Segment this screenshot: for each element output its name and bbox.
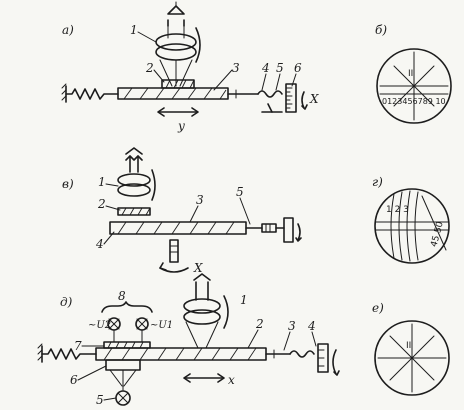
panel-d-brace bbox=[101, 301, 153, 313]
panel-d-objective-lens bbox=[183, 273, 229, 349]
panel-d-axis-x: х bbox=[228, 373, 235, 387]
panel-d-u1: ~U1 bbox=[150, 320, 173, 331]
panel-d-label-7: 7 bbox=[74, 339, 82, 353]
panel-v-label-3: 3 bbox=[196, 193, 204, 207]
panel-v-label-2: 2 bbox=[97, 197, 106, 211]
panel-d-condenser bbox=[105, 359, 141, 391]
panel-b-letter: б) bbox=[375, 23, 387, 37]
panel-b-scale: 0123456789 10 bbox=[382, 97, 446, 106]
panel-g: г) 1 2 3 45 50 bbox=[372, 175, 450, 264]
panel-d-label-6: 6 bbox=[70, 373, 78, 387]
panel-e-reticle-mark: II bbox=[406, 341, 411, 351]
panel-a-callouts: 1 2 3 4 5 6 bbox=[130, 23, 302, 91]
panel-d-callouts: 1 2 3 4 5 6 7 bbox=[70, 293, 317, 407]
panel-a-objective-lens bbox=[155, 19, 201, 63]
panel-g-letter: г) bbox=[372, 175, 383, 189]
panel-d-label-8: 8 bbox=[118, 289, 126, 303]
panel-b: б) II 0123456789 10 bbox=[375, 23, 452, 124]
panel-d-sensors: ~U2 ~U1 bbox=[88, 317, 173, 343]
panel-g-scale-left: 1 2 3 bbox=[386, 205, 409, 215]
panel-a-y-arrow: у bbox=[157, 107, 199, 133]
panel-v-micrometer-screw bbox=[245, 223, 285, 233]
panel-e-letter: е) bbox=[372, 301, 384, 315]
panel-d-label-4: 4 bbox=[307, 319, 316, 333]
panel-a-stage-plate bbox=[117, 87, 229, 100]
panel-a-rays bbox=[159, 59, 193, 87]
panel-e-reticle-circle bbox=[374, 320, 450, 396]
panel-d-drum bbox=[317, 343, 340, 376]
panel-v-callouts: 1 2 3 4 5 bbox=[95, 175, 251, 251]
panel-e: е) II bbox=[372, 301, 450, 396]
panel-g-reticle-circle bbox=[374, 188, 450, 264]
panel-d-letter: д) bbox=[60, 295, 73, 309]
panel-d-label-3: 3 bbox=[288, 319, 296, 333]
panel-v-label-5: 5 bbox=[236, 185, 244, 199]
panel-b-reticle-mark: II bbox=[408, 69, 413, 79]
panel-d-stage-plate bbox=[95, 347, 267, 361]
panel-d-micrometer-screw bbox=[265, 349, 315, 359]
panel-a-light-source bbox=[167, 1, 185, 15]
panel-a-label-2: 2 bbox=[145, 61, 154, 75]
panel-v-label-4: 4 bbox=[95, 237, 104, 251]
panel-a-label-3: 3 bbox=[232, 61, 240, 75]
panel-a-axis-y: у bbox=[177, 119, 185, 133]
panel-v-objective-lens bbox=[117, 155, 156, 201]
panel-d-label-1: 1 bbox=[240, 293, 248, 307]
panel-v-letter: в) bbox=[62, 177, 74, 191]
panel-a-spring bbox=[61, 83, 119, 103]
panel-v: в) bbox=[62, 147, 302, 275]
panel-v-label-1: 1 bbox=[98, 175, 106, 189]
panel-a-axis-x: Х bbox=[309, 92, 319, 106]
panel-d-label-5: 5 bbox=[96, 393, 104, 407]
panel-v-light-source bbox=[125, 147, 143, 155]
panel-v-spindle bbox=[159, 239, 189, 273]
panel-a-label-4: 4 bbox=[261, 61, 270, 75]
panel-a-label-6: 6 bbox=[294, 61, 302, 75]
panel-a-micrometer-screw bbox=[227, 89, 283, 113]
panel-d: д) 8 ~U2 ~U1 bbox=[37, 273, 340, 407]
panel-d-label-2: 2 bbox=[255, 317, 264, 331]
panel-v-drum bbox=[283, 217, 302, 243]
panel-b-reticle-circle bbox=[376, 48, 452, 124]
panel-v-axis-x: Х bbox=[193, 261, 203, 275]
panel-a-drum-scale bbox=[285, 83, 308, 113]
panel-d-lamp bbox=[115, 390, 131, 406]
panel-a-label-1: 1 bbox=[130, 23, 138, 37]
panel-a-letter: а) bbox=[62, 23, 74, 37]
panel-d-u2: ~U2 bbox=[88, 320, 111, 331]
panel-v-stage-plate bbox=[109, 221, 247, 235]
panel-d-spring bbox=[37, 343, 97, 363]
panel-a: а) bbox=[61, 1, 319, 133]
panel-a-label-5: 5 bbox=[276, 61, 284, 75]
panel-d-x-arrow: х bbox=[183, 373, 235, 387]
